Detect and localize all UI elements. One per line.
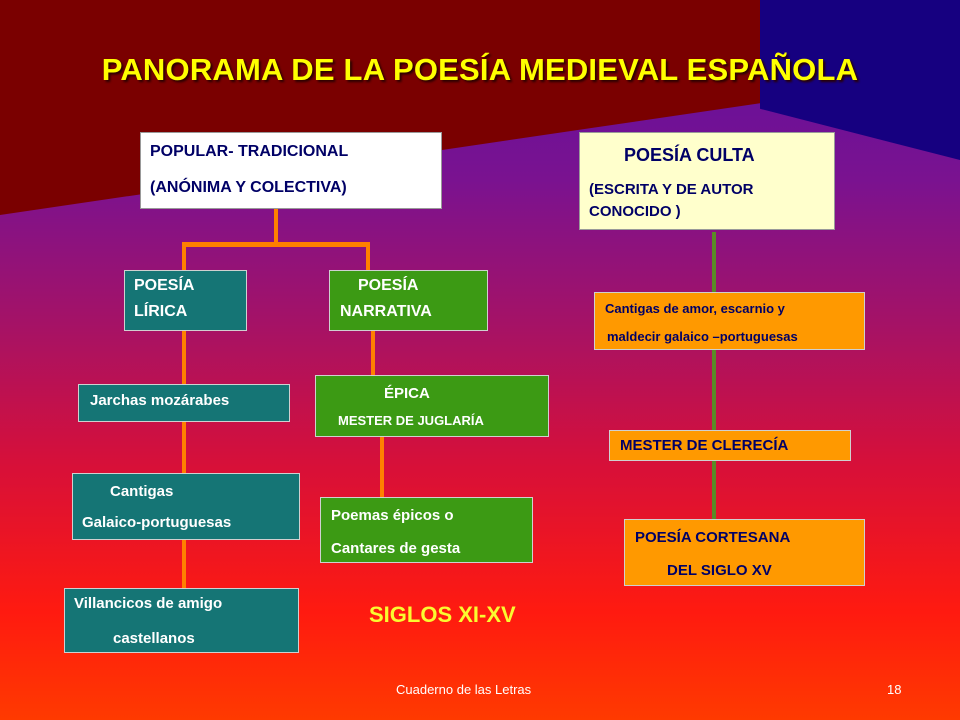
connector-narrativa (366, 242, 370, 270)
culta-line1: POESÍA CULTA (624, 145, 755, 165)
villancicos-line2: castellanos (113, 630, 195, 647)
footer-page-number: 18 (887, 682, 902, 697)
popular-line1: POPULAR- TRADICIONAL (150, 143, 349, 160)
culta-line3: CONOCIDO ) (589, 203, 681, 220)
lirica-line1: POESÍA (134, 277, 195, 294)
lirica-line2: LÍRICA (134, 303, 188, 320)
box-villancicos: Villancicos de amigo castellanos (64, 588, 299, 653)
culta-line2: (ESCRITA Y DE AUTOR (589, 181, 754, 198)
box-poesia-lirica: POESÍA LÍRICA (124, 270, 247, 331)
villancicos-line1: Villancicos de amigo (74, 595, 223, 612)
box-cantigas-galaico: Cantigas Galaico-portuguesas (72, 473, 300, 540)
narrativa-line1: POESÍA (358, 277, 419, 294)
popular-line2: (ANÓNIMA Y COLECTIVA) (150, 179, 347, 196)
box-poesia-narrativa: POESÍA NARRATIVA (329, 270, 488, 331)
connector-horizontal (182, 242, 370, 247)
connector-narrativa-epica (371, 331, 375, 375)
box-epica: ÉPICA MESTER DE JUGLARÍA (315, 375, 549, 437)
box-poesia-cortesana: POESÍA CORTESANA DEL SIGLO XV (624, 519, 865, 586)
narrativa-line2: NARRATIVA (340, 303, 432, 320)
cantigas-line1: Cantigas (110, 483, 174, 500)
poemas-line2: Cantares de gesta (331, 540, 461, 557)
jarchas-label: Jarchas mozárabes (90, 392, 230, 409)
poemas-line1: Poemas épicos o (331, 507, 454, 524)
siglos-label: SIGLOS XI-XV (369, 602, 516, 627)
connector-clerecia-cortesana (712, 461, 716, 519)
connector-lirica-jarchas (182, 331, 186, 384)
connector-epica-poemas (380, 437, 384, 497)
box-mester-clerecia: MESTER DE CLERECÍA (609, 430, 851, 461)
cortesana-line1: POESÍA CORTESANA (635, 529, 791, 546)
cantigas-amor-line2: maldecir galaico –portuguesas (607, 329, 798, 344)
connector-cantigas-villancicos (182, 540, 186, 588)
connector-cantigas-clerecia (712, 350, 716, 430)
box-cantigas-amor: Cantigas de amor, escarnio y maldecir ga… (594, 292, 865, 350)
footer-source: Cuaderno de las Letras (396, 682, 532, 697)
box-poemas-epicos: Poemas épicos o Cantares de gesta (320, 497, 533, 563)
connector-culta-cantigas (712, 232, 716, 292)
slide-title: PANORAMA DE LA POESÍA MEDIEVAL ESPAÑOLA (101, 52, 859, 87)
epica-line2: MESTER DE JUGLARÍA (338, 413, 484, 428)
cortesana-line2: DEL SIGLO XV (667, 562, 772, 579)
cantigas-amor-line1: Cantigas de amor, escarnio y (605, 301, 785, 316)
clerecia-label: MESTER DE CLERECÍA (620, 437, 789, 454)
connector-jarchas-cantigas (182, 422, 186, 473)
connector-lirica (182, 242, 186, 270)
box-popular-tradicional: POPULAR- TRADICIONAL (ANÓNIMA Y COLECTIV… (140, 132, 442, 209)
box-jarchas: Jarchas mozárabes (78, 384, 290, 422)
cantigas-line2: Galaico-portuguesas (82, 514, 232, 531)
connector-popular-down (274, 208, 278, 244)
epica-line1: ÉPICA (384, 385, 430, 402)
box-poesia-culta: POESÍA CULTA (ESCRITA Y DE AUTOR CONOCID… (579, 132, 835, 230)
